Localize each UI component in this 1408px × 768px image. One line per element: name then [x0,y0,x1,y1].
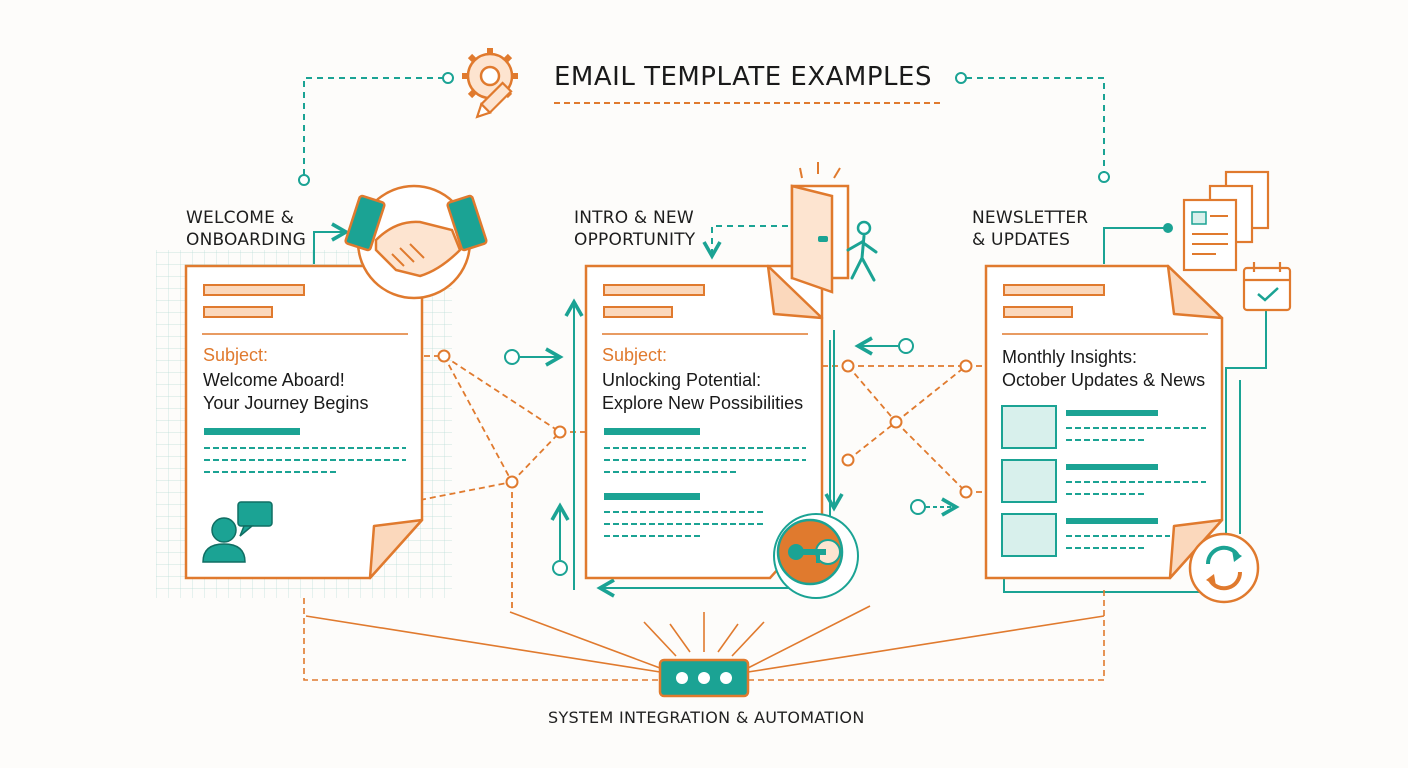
subject-newsletter-line1: Monthly Insights: [1002,347,1138,367]
refresh-icon [1188,532,1260,604]
network-nodes [437,349,973,499]
open-door-icon [790,162,878,294]
card-label-intro-line2: OPPORTUNITY [574,230,696,250]
documents-icon [1182,170,1270,272]
subject-welcome-line2: Your Journey Begins [203,393,369,413]
calendar-check-icon [1242,262,1292,312]
subject-newsletter-line2: October Updates & News [1002,370,1206,390]
card-label-newsletter-line1: NEWSLETTER [972,208,1089,228]
card-label-welcome-line2: ONBOARDING [186,230,306,250]
newsletter-item-rows [1001,405,1206,557]
subject-label-intro: Subject: [602,345,668,365]
gear-pencil-icon [462,48,518,119]
top-connectors [298,72,1110,186]
template-card-newsletter [984,264,1224,580]
automation-hub [658,658,750,698]
hub-connectors [303,590,1105,681]
handshake-icon [344,184,488,300]
key-lock-icon [773,513,859,599]
user-chat-icon [202,501,273,563]
subject-label-welcome: Subject: [203,345,269,365]
card-label-newsletter-line2: & UPDATES [972,230,1071,250]
subject-intro-line1: Unlocking Potential: [602,370,762,390]
subject-welcome-line1: Welcome Aboard! [203,370,345,390]
card-label-welcome-line1: WELCOME & [186,208,295,228]
template-card-welcome [184,264,424,580]
page-title: EMAIL TEMPLATE EXAMPLES [554,62,932,92]
footer-caption: SYSTEM INTEGRATION & AUTOMATION [548,708,865,727]
subject-intro-line2: Explore New Possibilities [602,393,804,413]
card-label-intro-line1: INTRO & NEW [574,208,694,228]
